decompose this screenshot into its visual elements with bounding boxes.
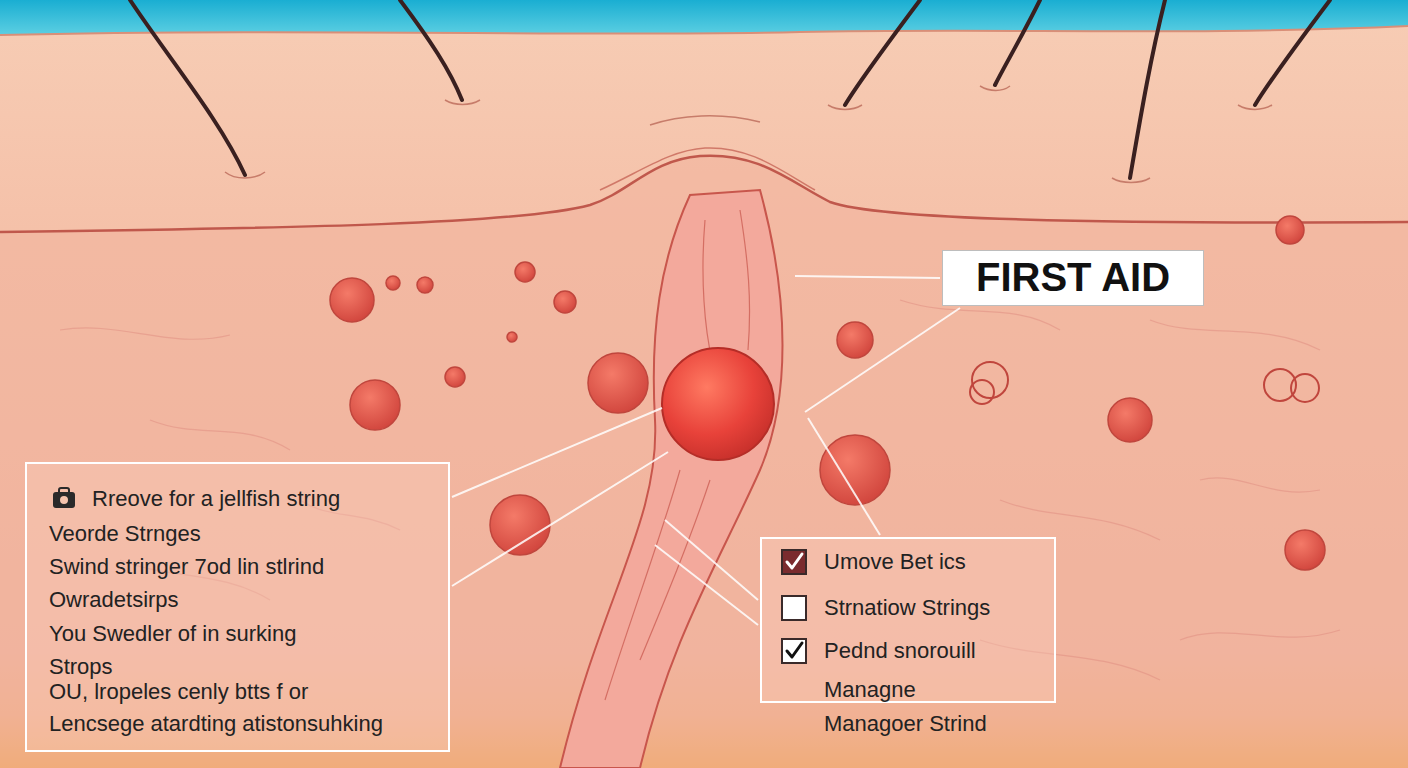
art-part xyxy=(445,100,480,105)
art-part xyxy=(452,408,662,497)
list-item: Managoer Strind xyxy=(824,711,987,737)
checkbox xyxy=(780,594,808,622)
list-item: Umove Bet ics xyxy=(824,549,966,575)
skin-surface xyxy=(0,26,1408,35)
art-part xyxy=(640,480,710,660)
art-part xyxy=(588,353,648,413)
art-part xyxy=(417,277,433,293)
check-mark xyxy=(787,554,802,568)
list-item: Veorde Strnges xyxy=(49,521,201,547)
art-part xyxy=(1291,374,1319,402)
art-part xyxy=(490,495,550,555)
art-part xyxy=(650,116,760,125)
kit-handle xyxy=(59,488,69,494)
art-part xyxy=(970,380,994,404)
art-part xyxy=(515,262,535,282)
art-part xyxy=(828,105,862,110)
list-item: Lencsege atardting atistonsuhking xyxy=(49,711,383,737)
list-item: Managne xyxy=(824,677,916,703)
title-label: FIRST AID xyxy=(943,251,1203,303)
title-box: FIRST AID xyxy=(942,250,1204,306)
art-part xyxy=(400,0,462,100)
checklist-box: Umove Bet icsStrnatiow StringsPednd snor… xyxy=(760,537,1056,703)
sting-welt xyxy=(662,348,774,460)
list-item: Strops xyxy=(49,654,113,680)
art-part xyxy=(386,276,400,290)
art-part xyxy=(980,86,1010,91)
art-part xyxy=(995,0,1040,85)
art-part xyxy=(808,418,880,535)
art-part xyxy=(845,0,920,105)
check-mark xyxy=(787,643,802,657)
list-item: Rreove for a jellfish string xyxy=(92,486,340,512)
vessel xyxy=(560,190,783,768)
art-part xyxy=(1255,0,1330,105)
bump-outline xyxy=(600,148,815,190)
art-part xyxy=(605,470,680,700)
list-item: You Swedler of in surking xyxy=(49,621,296,647)
art-part xyxy=(1108,398,1152,442)
list-item: Pednd snorouill xyxy=(824,638,976,664)
art-part xyxy=(507,332,517,342)
art-part xyxy=(805,308,960,412)
art-part xyxy=(655,545,758,625)
follicles xyxy=(225,86,1272,183)
art-part xyxy=(554,291,576,313)
dermis xyxy=(0,156,1408,768)
list-item: Owradetsirps xyxy=(49,587,179,613)
hairs xyxy=(130,0,1330,178)
art-part xyxy=(1276,216,1304,244)
art-part xyxy=(703,220,712,360)
kit-mark xyxy=(60,496,68,504)
art-part xyxy=(350,380,400,430)
kit-icon xyxy=(51,486,77,510)
list-item: Strnatiow Strings xyxy=(824,595,990,621)
list-item: OU, lropeles cenly btts f or xyxy=(49,679,308,705)
ring-spots xyxy=(970,362,1319,404)
art-part xyxy=(1130,0,1165,178)
checkbox-frame xyxy=(782,639,806,663)
list-item: Swind stringer 7od lin stlrind xyxy=(49,554,324,580)
art-part xyxy=(837,322,873,358)
red-spots xyxy=(330,216,1325,570)
art-part xyxy=(225,172,265,178)
checkbox-frame xyxy=(782,596,806,620)
art-part xyxy=(452,452,668,586)
art-part xyxy=(445,367,465,387)
art-part xyxy=(1285,530,1325,570)
art-part xyxy=(1112,178,1150,183)
art-part xyxy=(330,278,374,322)
water xyxy=(0,0,1408,35)
instruction-box: Rreove for a jellfish stringVeorde Strng… xyxy=(25,462,450,752)
checkbox xyxy=(780,637,808,665)
checkbox-frame xyxy=(782,550,806,574)
art-part xyxy=(130,0,245,175)
art-part xyxy=(795,276,940,278)
art-part xyxy=(740,210,750,350)
checkbox xyxy=(780,548,808,576)
art-part xyxy=(1238,105,1272,110)
